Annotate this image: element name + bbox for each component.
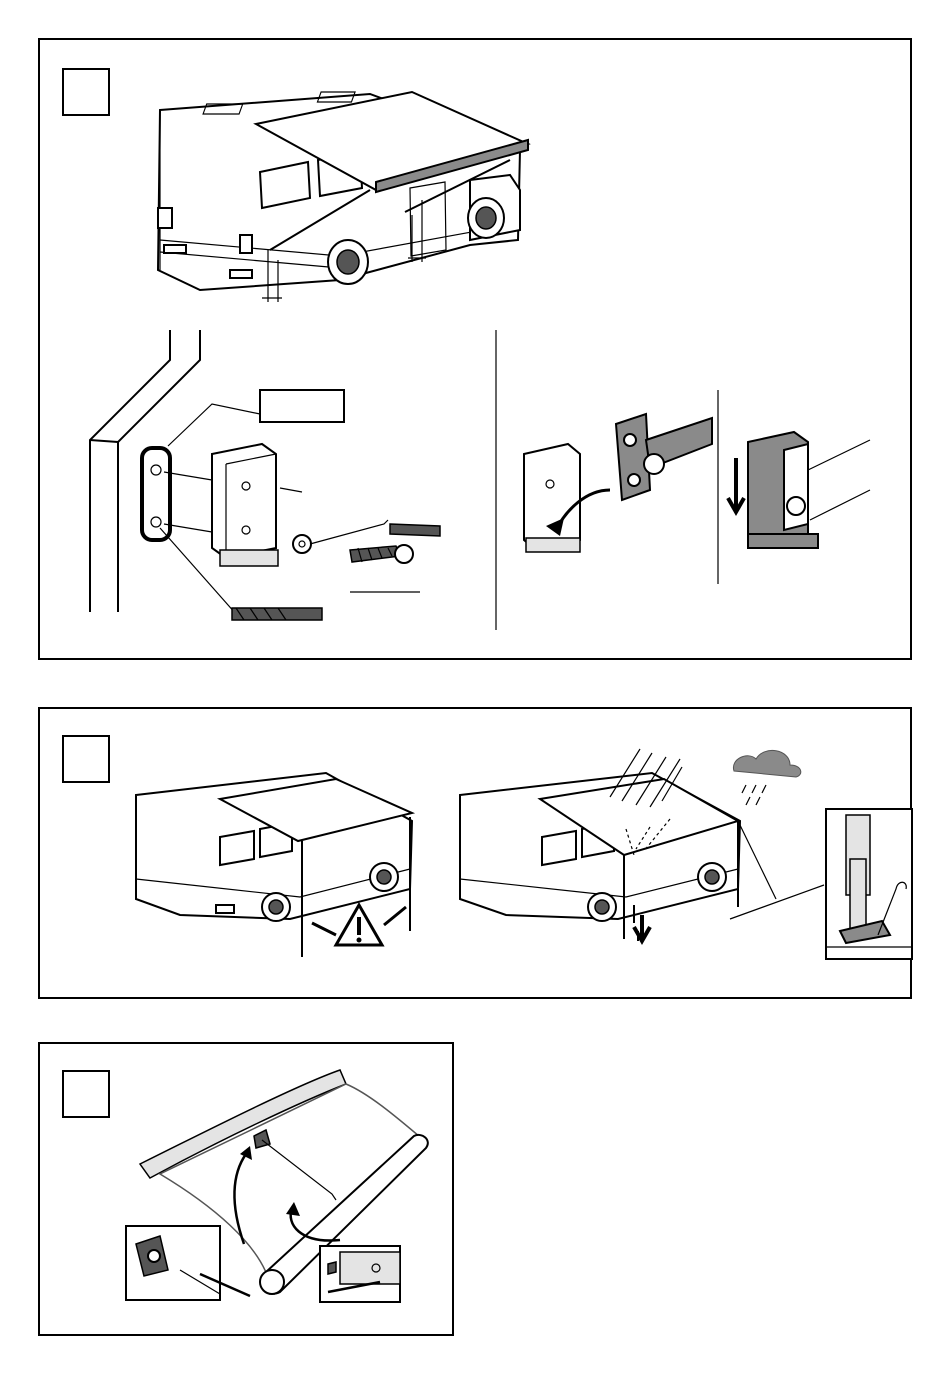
down-arrow-icon: [728, 458, 744, 512]
tube-end-inset: [320, 1246, 400, 1302]
panel-installation: [38, 38, 912, 660]
motorhome-left: [136, 773, 412, 957]
canvas-drawing: [40, 1044, 456, 1338]
lock-detail: [728, 432, 870, 548]
rain-cloud-icon: [733, 750, 800, 805]
end-cap-inset: [126, 1226, 250, 1300]
callout-box: [260, 390, 344, 422]
wall-mounting-detail: [90, 330, 440, 620]
leg-anchor-inset: [826, 809, 912, 959]
panel-canvas: [38, 1042, 454, 1336]
arm-hook-detail: [524, 414, 712, 552]
down-arrow-icon-rain: [634, 915, 650, 941]
installation-drawing: [40, 40, 914, 662]
motorhome-right: [460, 749, 824, 941]
usage-drawing: [40, 709, 914, 1001]
panel-usage: [38, 707, 912, 999]
